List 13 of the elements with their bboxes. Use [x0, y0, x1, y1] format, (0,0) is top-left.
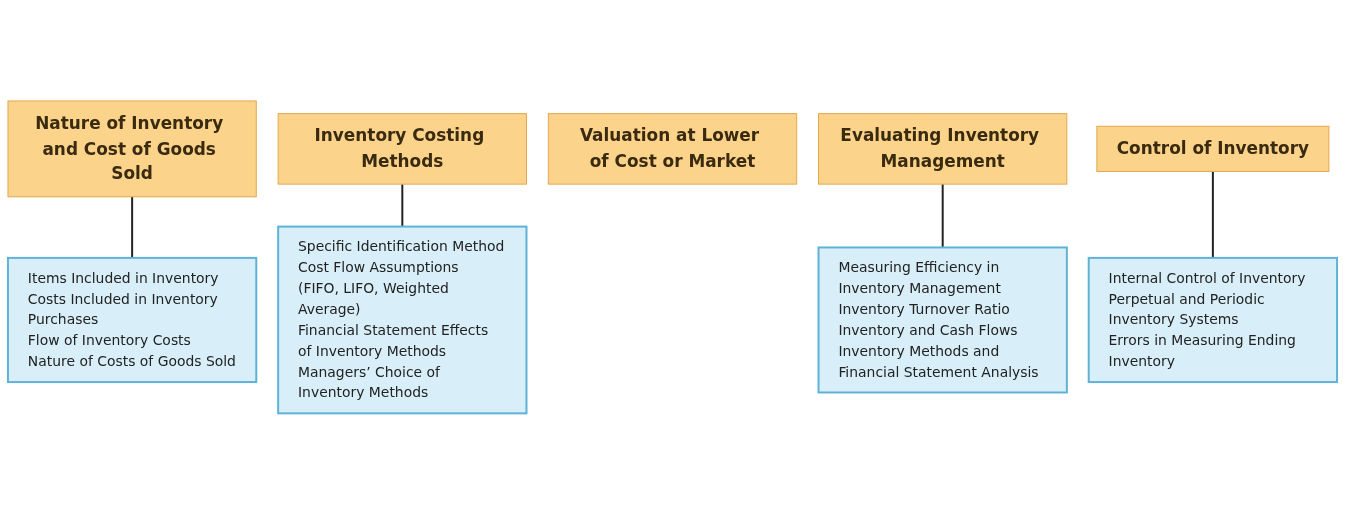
connector: [401, 183, 404, 228]
node-box: Evaluating Inventory Management: [818, 112, 1068, 185]
node-box: Internal Control of Inventory Perpetual and Periodic Inventory Systems Errors in Measuring Ending Inventory: [1087, 256, 1339, 383]
connector: [131, 195, 134, 259]
node-box: Nature of Inventory and Cost of Goods Sold: [7, 100, 257, 198]
connector: [941, 183, 944, 249]
node-box: Specific Identification Method Cost Flow Assumptions (FIFO, LIFO, Weighted Average) Financial Statement Effects of Inventory Methods Managers’ Choice of Inventory Methods: [277, 225, 528, 415]
node-box: Measuring Efficiency in Inventory Management Inventory Turnover Ratio Inventory and Cash Flows Inventory Methods and Financial Statement Analysis: [817, 246, 1068, 394]
node-box: Inventory Costing Methods: [277, 112, 527, 185]
node-box: Valuation at Lower of Cost or Market: [547, 112, 798, 185]
node-box: Items Included in Inventory Costs Included in Inventory Purchases Flow of Inventory Costs Nature of Costs of Goods Sold: [6, 256, 258, 383]
node-box: Control of Inventory: [1096, 125, 1330, 172]
connector: [1211, 170, 1214, 259]
